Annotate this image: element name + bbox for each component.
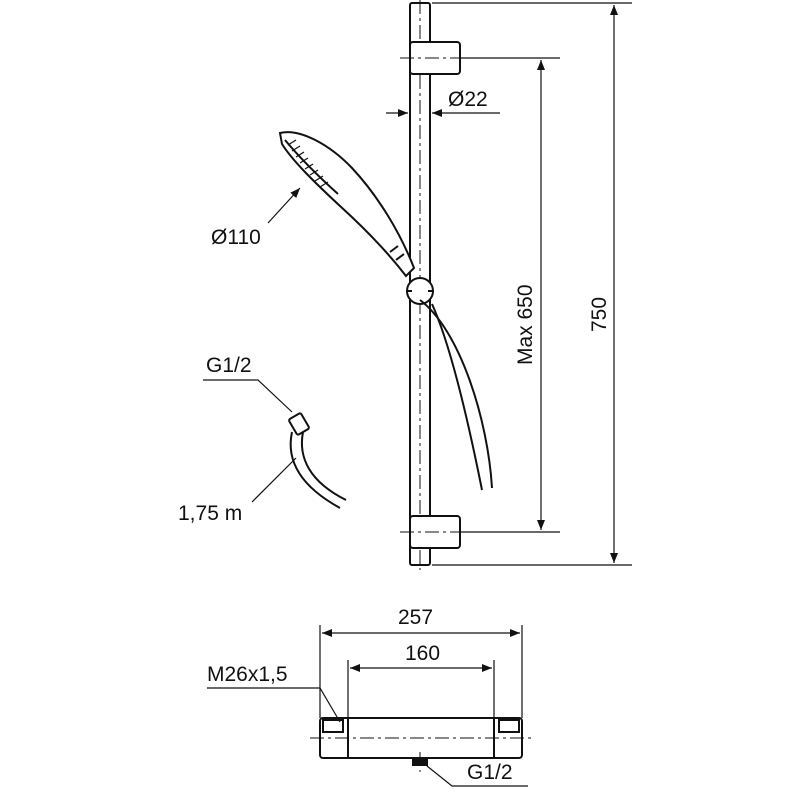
mixer-outlet-callout: G1/2 [426,761,528,787]
thermostatic-mixer [310,717,532,772]
shower-hose [419,299,493,491]
head-diameter-callout: Ø110 [211,187,301,249]
rail-max-dimension: Max 650 [460,57,560,533]
rail-diameter-label: Ø22 [448,88,488,111]
mixer-thread-label: M26x1,5 [207,663,288,686]
hose-length-label: 1,75 m [178,502,242,525]
mixer-width-dimension: 257 [319,606,523,718]
top-wall-bracket [400,41,470,75]
mixer-outlet-label: G1/2 [467,761,513,784]
rail-max-label: Max 650 [514,284,537,365]
rail-diameter-dimension: Ø22 [386,88,500,117]
hose-detail [288,412,347,509]
head-diameter-label: Ø110 [211,226,261,249]
mixer-center-label: 160 [405,642,440,665]
hose-length-callout: 1,75 m [178,457,297,525]
hose-connection-label: G1/2 [206,354,252,377]
bottom-wall-bracket [400,515,470,549]
mixer-center-dimension: 160 [347,642,495,718]
mixer-thread-callout: M26x1,5 [207,663,341,723]
mixer-width-label: 257 [398,606,433,629]
rail-height-label: 750 [588,297,611,332]
hose-connection-callout: G1/2 [203,354,293,413]
slider-holder [406,277,434,305]
hand-shower [278,131,416,278]
rail-height-dimension: 750 [432,2,632,566]
